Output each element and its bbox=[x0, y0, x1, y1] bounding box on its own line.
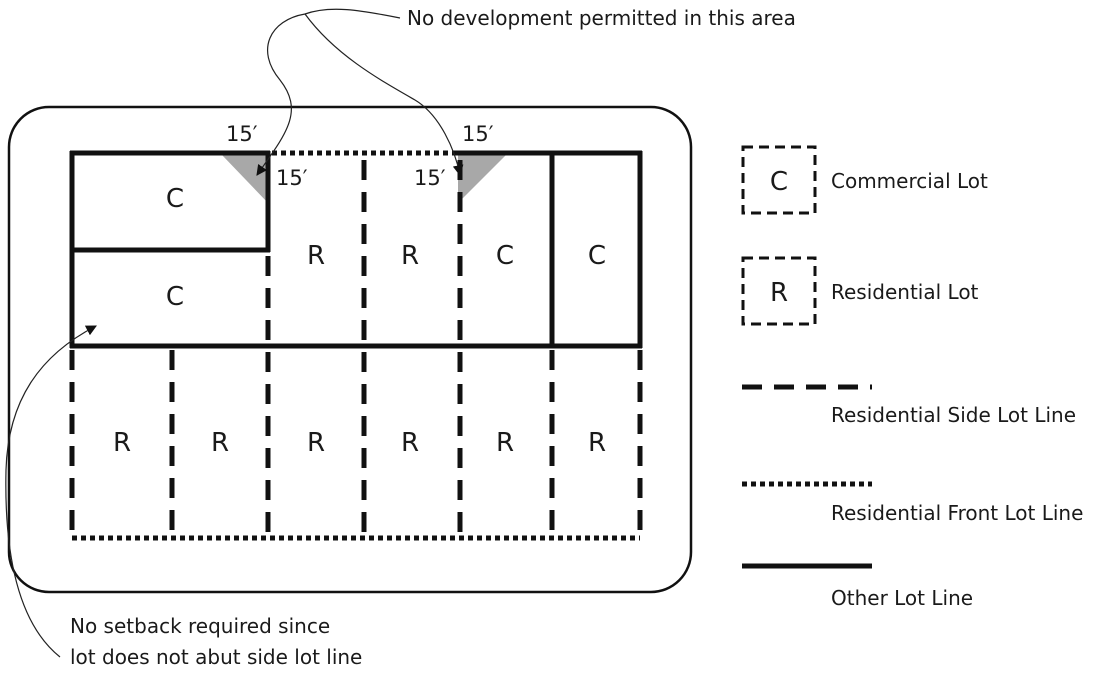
lot-label-residential: R bbox=[588, 428, 606, 458]
dimension-label: 15′ bbox=[276, 166, 308, 190]
dimension-label: 15′ bbox=[226, 122, 258, 146]
dimension-label: 15′ bbox=[462, 122, 494, 146]
lot-label-commercial: C bbox=[588, 241, 606, 271]
block-boundary bbox=[7, 105, 693, 594]
leader-line-no-development-left bbox=[256, 8, 401, 176]
lot-label-residential: R bbox=[307, 241, 325, 271]
lot-label-residential: R bbox=[211, 428, 229, 458]
residential-front-lot-lines bbox=[72, 150, 640, 541]
lot-label-residential: R bbox=[113, 428, 131, 458]
lot-label-commercial: C bbox=[166, 184, 184, 214]
leader-line-no-development-right bbox=[304, 13, 464, 177]
other-lot-lines bbox=[69, 150, 643, 349]
annotation-no-development: No development permitted in this area bbox=[407, 6, 796, 30]
lot-label-residential: R bbox=[401, 428, 419, 458]
lot-label-residential: R bbox=[496, 428, 514, 458]
lot-labels: C C R R C C R R R R R R bbox=[113, 184, 606, 458]
lot-label-commercial: C bbox=[496, 241, 514, 271]
legend-other-line-label: Other Lot Line bbox=[831, 586, 973, 610]
dimension-label: 15′ bbox=[414, 166, 446, 190]
lot-label-residential: R bbox=[401, 241, 419, 271]
legend-commercial-label: Commercial Lot bbox=[831, 169, 988, 193]
annotation-no-setback-line-2: lot does not abut side lot line bbox=[70, 645, 362, 669]
annotation-no-setback-line-1: No setback required since bbox=[70, 614, 330, 638]
no-development-area-left bbox=[222, 155, 268, 203]
legend-residential-swatch bbox=[741, 256, 817, 326]
legend: C Commercial Lot R Residential Lot Resid… bbox=[741, 145, 1083, 610]
lot-label-residential: R bbox=[307, 428, 325, 458]
legend-residential-swatch-letter: R bbox=[770, 278, 788, 308]
residential-side-lot-lines bbox=[69, 160, 643, 540]
legend-commercial-swatch bbox=[741, 145, 817, 215]
lot-label-commercial: C bbox=[166, 282, 184, 312]
leader-line-no-setback bbox=[5, 325, 97, 658]
legend-residential-label: Residential Lot bbox=[831, 280, 979, 304]
legend-front-line-label: Residential Front Lot Line bbox=[831, 501, 1083, 525]
no-development-area-right bbox=[458, 155, 506, 203]
legend-commercial-swatch-letter: C bbox=[770, 167, 788, 197]
legend-side-line-label: Residential Side Lot Line bbox=[831, 403, 1076, 427]
